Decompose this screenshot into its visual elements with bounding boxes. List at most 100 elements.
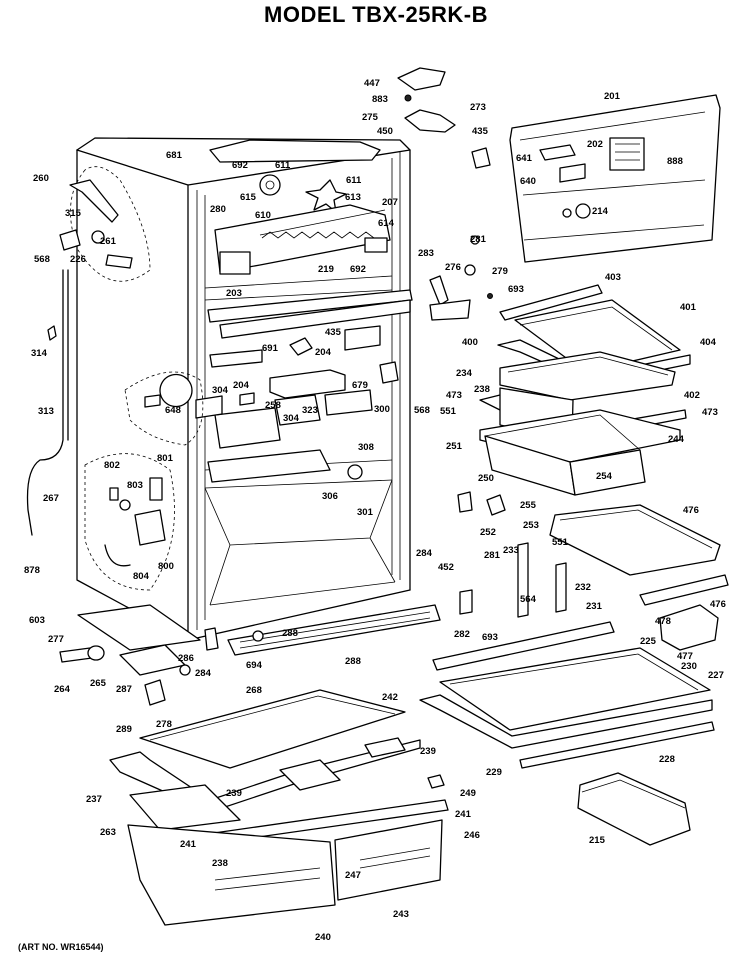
part-label: 289 — [116, 724, 132, 735]
part-label: 251 — [446, 441, 463, 452]
part-label: 249 — [460, 788, 476, 799]
part-label: 693 — [508, 284, 524, 295]
part-label: 241 — [455, 809, 472, 820]
part-label: 277 — [48, 634, 64, 645]
part-label: 551 — [440, 406, 457, 417]
part-label: 264 — [54, 684, 71, 695]
part-label: 641 — [516, 153, 533, 164]
shelf-assemblies — [479, 284, 691, 496]
part-label: 234 — [456, 368, 473, 379]
part-label: 306 — [322, 491, 338, 502]
part-label: 613 — [345, 192, 361, 203]
part-label: 265 — [90, 678, 107, 689]
part-label: 243 — [393, 909, 409, 920]
door-bins-and-trim — [457, 491, 729, 846]
fresh-food-shelves — [419, 621, 715, 769]
part-label: 691 — [262, 343, 279, 354]
part-label: 476 — [683, 505, 699, 516]
part-label: 614 — [378, 218, 395, 229]
crisper-assembly — [109, 689, 449, 926]
part-label: 478 — [655, 616, 671, 627]
part-label: 281 — [484, 550, 501, 561]
art-number: (ART NO. WR16544) — [18, 942, 104, 952]
part-label: 694 — [246, 660, 263, 671]
part-label: 640 — [520, 176, 536, 187]
part-label: 214 — [592, 206, 609, 217]
part-label: 314 — [31, 348, 48, 359]
part-label: 246 — [464, 830, 480, 841]
part-label: 247 — [345, 870, 361, 881]
part-label: 275 — [362, 112, 379, 123]
part-label: 225 — [640, 636, 657, 647]
part-label: 241 — [180, 839, 197, 850]
part-label: 476 — [710, 599, 726, 610]
part-label: 477 — [677, 651, 693, 662]
fan-motor-assembly — [209, 139, 391, 275]
part-label: 273 — [470, 102, 486, 113]
control-panel — [509, 94, 721, 263]
part-label: 252 — [480, 527, 496, 538]
part-label: 253 — [523, 520, 539, 531]
part-label: 610 — [255, 210, 271, 221]
part-label: 250 — [478, 473, 494, 484]
part-label: 888 — [667, 156, 683, 167]
base-parts — [59, 604, 441, 706]
freezer-shelf-rails — [195, 289, 413, 483]
part-label: 227 — [708, 670, 724, 681]
part-label: 802 — [104, 460, 120, 471]
part-label: 226 — [70, 254, 86, 265]
part-label: 692 — [350, 264, 366, 275]
part-label: 284 — [416, 548, 433, 559]
part-label: 240 — [315, 932, 331, 943]
part-label: 315 — [65, 208, 82, 219]
part-label: 693 — [482, 632, 498, 643]
part-label: 228 — [659, 754, 675, 765]
part-label: 284 — [195, 668, 212, 679]
part-label: 615 — [240, 192, 257, 203]
part-label: 238 — [474, 384, 490, 395]
part-label: 238 — [212, 858, 228, 869]
part-label: 400 — [462, 337, 478, 348]
part-label: 244 — [668, 434, 685, 445]
refrigerator-cabinet — [76, 137, 411, 641]
part-label: 804 — [133, 571, 150, 582]
part-label: 263 — [100, 827, 116, 838]
part-label: 287 — [116, 684, 132, 695]
part-label: 288 — [282, 628, 298, 639]
part-label: 288 — [345, 656, 361, 667]
part-label: 242 — [382, 692, 398, 703]
part-label: 267 — [43, 493, 59, 504]
part-label: 261 — [100, 236, 117, 247]
part-label: 286 — [178, 653, 194, 664]
part-label: 237 — [86, 794, 102, 805]
part-label: 313 — [38, 406, 54, 417]
part-label: 276 — [445, 262, 461, 273]
part-label: 283 — [418, 248, 434, 259]
diagram-title: MODEL TBX-25RK-B — [264, 2, 488, 27]
part-label: 323 — [302, 405, 318, 416]
part-label: 648 — [165, 405, 181, 416]
part-label: 404 — [700, 337, 717, 348]
part-label: 611 — [275, 160, 291, 171]
part-label: 304 — [212, 385, 229, 396]
part-label: 564 — [520, 594, 537, 605]
part-label: 232 — [575, 582, 591, 593]
part-label: 452 — [438, 562, 454, 573]
part-label: 568 — [414, 405, 430, 416]
part-label: 450 — [377, 126, 393, 137]
part-label: 201 — [604, 91, 621, 102]
part-label: 447 — [364, 78, 380, 89]
icemaker-kit-dashed-region — [59, 166, 204, 591]
part-label: 280 — [210, 204, 226, 215]
top-hardware — [397, 67, 491, 169]
part-label: 803 — [127, 480, 143, 491]
part-label: 204 — [315, 347, 332, 358]
part-label: 282 — [454, 629, 470, 640]
part-label: 204 — [233, 380, 250, 391]
part-label: 308 — [358, 442, 374, 453]
part-label: 883 — [372, 94, 388, 105]
part-label: 278 — [156, 719, 172, 730]
part-label: 801 — [157, 453, 174, 464]
part-label: 281 — [470, 234, 487, 245]
